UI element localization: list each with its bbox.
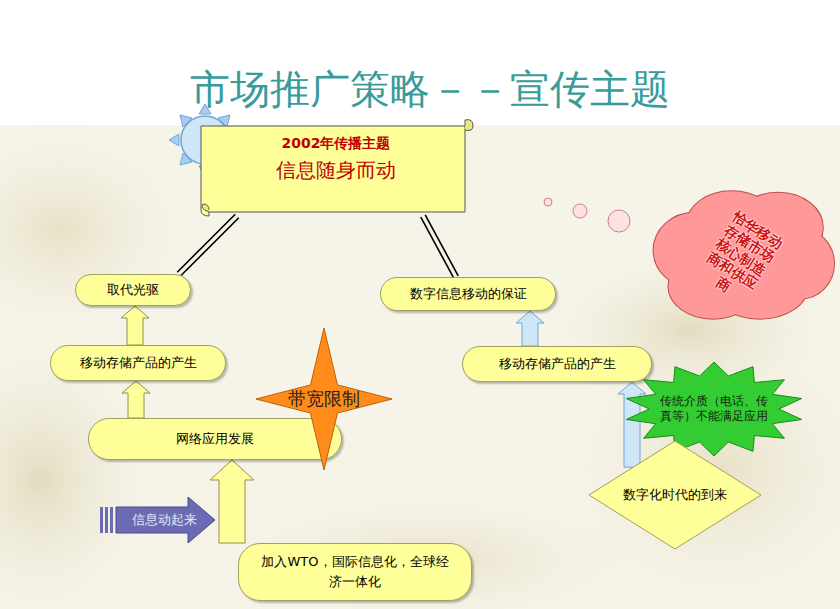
process-box: 移动存储产品的产生 [462, 346, 652, 382]
decision-diamond: 数字化时代的到来 [588, 440, 762, 550]
connector [618, 382, 646, 467]
process-box: 加入WTO，国际信息化，全球经济一体化 [238, 543, 472, 601]
node-text: 传统介质（电话、传真等）不能满足应用 [658, 394, 770, 424]
connector [177, 214, 239, 276]
thought-bubbles [544, 198, 630, 232]
theme-scroll: 2002年传播主题信息随身而动 [195, 118, 477, 218]
node-text: 信息动起来 [132, 511, 197, 529]
node-text: 取代光驱 [107, 281, 159, 299]
connector [516, 311, 544, 346]
arrow-box: 信息动起来 [100, 497, 215, 543]
node-text: 2002年传播主题 [282, 135, 391, 153]
node-text: 加入WTO，国际信息化，全球经济一体化 [260, 552, 450, 592]
slide-title: 市场推广策略－－宣传主题 [190, 62, 670, 117]
burst-callout: 传统介质（电话、传真等）不能满足应用 [624, 362, 804, 456]
thought-cloud: 恰华移动存储市场核心制造商和供应商 [648, 190, 834, 324]
node-text: 网络应用发展 [176, 430, 254, 448]
connector [121, 306, 149, 345]
process-box: 网络应用发展 [88, 418, 342, 460]
node-text: 数字信息移动的保证 [410, 285, 527, 303]
node-text: 移动存储产品的产生 [499, 355, 616, 373]
connector [421, 215, 458, 278]
connector [122, 381, 150, 418]
connector [210, 460, 254, 543]
star-callout: 带宽限制 [256, 328, 392, 470]
node-text: 带宽限制 [288, 387, 360, 411]
process-box: 取代光驱 [75, 274, 191, 306]
process-box: 数字信息移动的保证 [380, 277, 556, 311]
node-text: 数字化时代的到来 [620, 486, 730, 504]
node-text: 移动存储产品的产生 [80, 354, 197, 372]
process-box: 移动存储产品的产生 [50, 345, 226, 381]
node-text: 信息随身而动 [276, 157, 396, 184]
